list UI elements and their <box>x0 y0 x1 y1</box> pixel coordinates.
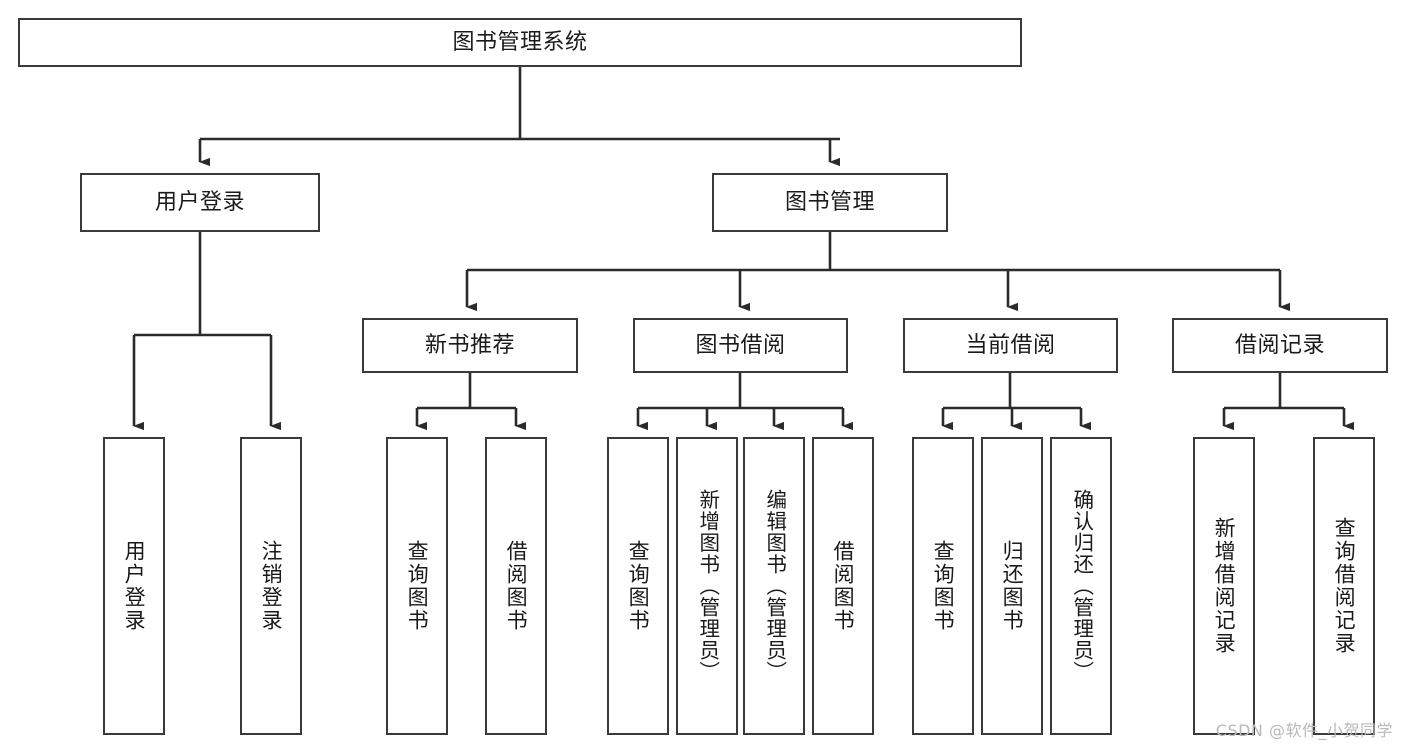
node-new-book-recommend[interactable]: 新书推荐 <box>362 318 578 373</box>
leaf-node[interactable]: 借阅图书 <box>485 437 547 735</box>
node-current-borrow[interactable]: 当前借阅 <box>903 318 1118 373</box>
leaf-node[interactable]: 查询图书 <box>386 437 448 735</box>
leaf-node[interactable]: 确认归还（管理员） <box>1050 437 1112 735</box>
node-root[interactable]: 图书管理系统 <box>18 18 1022 67</box>
node-user-login[interactable]: 用户登录 <box>80 173 320 232</box>
leaf-node[interactable]: 查询借阅记录 <box>1313 437 1375 735</box>
node-book-management[interactable]: 图书管理 <box>712 173 948 232</box>
leaf-node[interactable]: 新增借阅记录 <box>1193 437 1255 735</box>
node-book-borrow[interactable]: 图书借阅 <box>633 318 848 373</box>
node-borrow-record[interactable]: 借阅记录 <box>1172 318 1388 373</box>
leaf-node[interactable]: 编辑图书（管理员） <box>743 437 805 735</box>
leaf-node[interactable]: 新增图书（管理员） <box>676 437 738 735</box>
leaf-node[interactable]: 归还图书 <box>981 437 1043 735</box>
leaf-node[interactable]: 注销登录 <box>240 437 302 735</box>
leaf-node[interactable]: 查询图书 <box>912 437 974 735</box>
leaf-node[interactable]: 查询图书 <box>607 437 669 735</box>
leaf-node[interactable]: 借阅图书 <box>812 437 874 735</box>
leaf-node[interactable]: 用户登录 <box>103 437 165 735</box>
watermark: CSDN @软件_小贺同学 <box>1215 721 1393 740</box>
